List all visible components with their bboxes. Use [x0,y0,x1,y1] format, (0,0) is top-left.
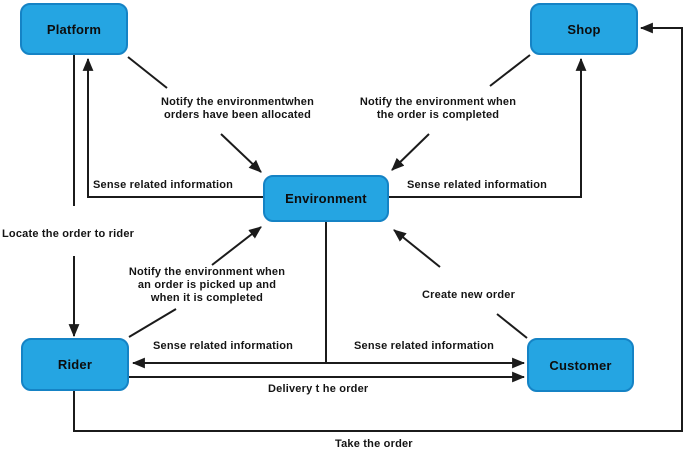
edge-rider-shop [73,22,683,432]
edge-label-sense-shop: Sense related information [407,179,548,191]
edge-label-delivery: Delivery t he order [268,383,369,395]
edge-customer-env-seg1 [496,313,528,339]
edge-label-sense-customer: Sense related information [354,340,495,352]
edge-env-shop [389,57,587,198]
edge-platform-env-seg1 [127,56,168,89]
edge-label-notify-pickup: Notify the environment when an order is … [128,266,286,304]
edge-rider-env-seg1 [128,308,177,338]
edge-label-notify-completed: Notify the environment when the order is… [359,96,517,121]
edge-shop-env-seg2 [391,133,430,171]
edge-label-sense-platform: Sense related information [93,179,234,191]
edge-label-locate-order: Locate the order to rider [2,228,135,240]
node-platform: Platform [20,3,128,55]
edge-platform-env-seg2 [220,133,262,173]
edge-label-create-order: Create new order [422,289,516,301]
edge-label-take-order: Take the order [335,438,413,450]
edge-rider-env-seg2 [211,226,262,266]
edge-env-platform [82,57,263,198]
node-customer: Customer [527,338,634,392]
edge-label-notify-allocated: Notify the environmentwhen orders have b… [160,96,315,121]
node-shop: Shop [530,3,638,55]
edge-customer-env-seg2 [393,229,441,268]
edge-shop-env-seg1 [489,54,531,87]
edge-label-sense-rider: Sense related information [153,340,294,352]
node-environment: Environment [263,175,389,222]
node-rider: Rider [21,338,129,391]
